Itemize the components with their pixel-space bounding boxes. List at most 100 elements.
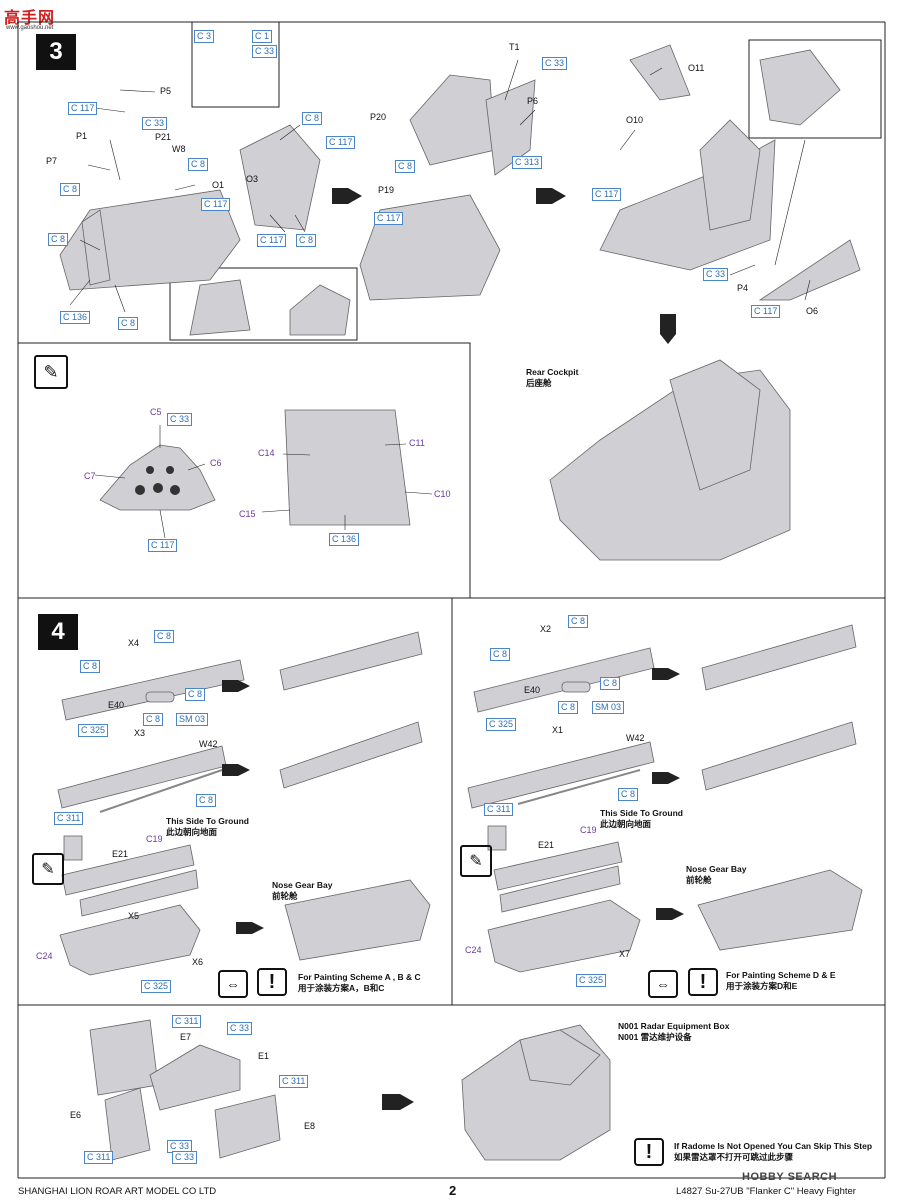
- painting-scheme-cn: 用于涂装方案D和E: [726, 980, 798, 991]
- part-p5: P5: [160, 86, 172, 96]
- callout-c8: C 8: [185, 688, 206, 701]
- callout-c311: C 311: [54, 812, 84, 825]
- part-w42: W42: [626, 733, 645, 743]
- rear-cockpit-title-cn: 后座舱: [526, 377, 552, 388]
- step-4-number: 4: [38, 614, 78, 650]
- part-c14: C14: [258, 448, 275, 458]
- ground-note-cn: 此边朝向地面: [166, 826, 218, 837]
- part-p19: P19: [378, 185, 395, 195]
- callout-sm03: SM 03: [592, 701, 625, 714]
- paint-icon: ✎: [32, 853, 64, 885]
- double-arrow-icon: ⇔: [218, 970, 248, 998]
- part-e40: E40: [108, 700, 125, 710]
- part-p6: P6: [527, 96, 539, 106]
- callout-c8: C 8: [188, 158, 209, 171]
- part-e21: E21: [538, 840, 555, 850]
- callout-c117: C 117: [374, 212, 404, 225]
- callout-c33: C 33: [703, 268, 729, 281]
- part-e6: E6: [70, 1110, 82, 1120]
- callout-c33: C 33: [252, 45, 278, 58]
- part-x7: X7: [619, 949, 631, 959]
- callout-c136: C 136: [60, 311, 91, 324]
- callout-c8: C 8: [302, 112, 323, 125]
- ground-note-cn: 此边朝向地面: [600, 818, 652, 829]
- part-p7: P7: [46, 156, 58, 166]
- site-logo: 高手网: [4, 10, 56, 27]
- part-x2: X2: [540, 624, 552, 634]
- warning-icon: !: [257, 968, 287, 996]
- part-c24: C24: [36, 951, 53, 961]
- part-e7: E7: [180, 1032, 192, 1042]
- callout-c8: C 8: [143, 713, 164, 726]
- callout-c117: C 117: [257, 234, 287, 247]
- callout-c8: C 8: [395, 160, 416, 173]
- part-p20: P20: [370, 112, 387, 122]
- callout-c313: C 313: [512, 156, 543, 169]
- painting-scheme-en: For Painting Scheme A , B & C: [298, 972, 421, 982]
- nose-gear-bay-en: Nose Gear Bay: [686, 864, 747, 874]
- site-logo-url: www.gaoshou.net: [6, 25, 54, 31]
- part-x4: X4: [128, 638, 140, 648]
- part-c11: C11: [409, 438, 425, 448]
- part-p4: P4: [737, 283, 749, 293]
- ground-note-en: This Side To Ground: [166, 816, 249, 826]
- callout-c311: C 311: [484, 803, 514, 816]
- part-p21: P21: [155, 132, 172, 142]
- nose-gear-bay-cn: 前轮舱: [686, 874, 712, 885]
- ground-note-left: This Side To Ground 此边朝向地面: [166, 816, 249, 837]
- callout-sm03: SM 03: [176, 713, 209, 726]
- part-x5: X5: [128, 911, 140, 921]
- callout-c311: C 311: [84, 1151, 114, 1164]
- callout-c8: C 8: [600, 677, 621, 690]
- callout-c117: C 117: [751, 305, 781, 318]
- callout-c117: C 117: [148, 539, 178, 552]
- step-3-number: 3: [36, 34, 76, 70]
- callout-c33: C 33: [172, 1151, 198, 1164]
- part-x6: X6: [192, 957, 204, 967]
- callout-c8: C 8: [80, 660, 101, 673]
- callout-c33: C 33: [167, 413, 193, 426]
- part-e8: E8: [304, 1121, 316, 1131]
- callout-c33: C 33: [542, 57, 568, 70]
- part-c15: C15: [239, 509, 256, 519]
- ground-note-en: This Side To Ground: [600, 808, 683, 818]
- painting-scheme-right: For Painting Scheme D & E 用于涂装方案D和E: [726, 970, 836, 991]
- nose-gear-bay-en: Nose Gear Bay: [272, 880, 333, 890]
- part-o10: O10: [626, 115, 644, 125]
- paint-icon: ✎: [460, 845, 492, 877]
- part-w8: W8: [172, 144, 186, 154]
- rear-cockpit-title-en: Rear Cockpit: [526, 367, 579, 377]
- skip-step-note: If Radome Is Not Opened You Can Skip Thi…: [674, 1141, 872, 1162]
- radar-box-title-cn: N001 雷达维护设备: [618, 1031, 692, 1042]
- warning-icon: !: [634, 1138, 664, 1166]
- part-o6: O6: [806, 306, 819, 316]
- part-c24: C24: [465, 945, 482, 955]
- callout-c117: C 117: [201, 198, 231, 211]
- callout-c325: C 325: [486, 718, 517, 731]
- part-c19: C19: [146, 834, 163, 844]
- part-o3: O3: [246, 174, 259, 184]
- double-arrow-icon: ⇔: [648, 970, 678, 998]
- nose-gear-bay-title-right: Nose Gear Bay 前轮舱: [686, 864, 746, 885]
- page-number: 2: [449, 1183, 457, 1198]
- painting-scheme-cn: 用于涂装方案A，B和C: [298, 982, 385, 993]
- part-t1: T1: [509, 42, 520, 52]
- part-c19: C19: [580, 825, 597, 835]
- callout-c117: C 117: [326, 136, 356, 149]
- callout-c8: C 8: [118, 317, 139, 330]
- part-c6: C6: [210, 458, 222, 468]
- callout-c33: C 33: [142, 117, 168, 130]
- skip-step-en: If Radome Is Not Opened You Can Skip Thi…: [674, 1141, 873, 1151]
- part-o1: O1: [212, 180, 225, 190]
- part-e40: E40: [524, 685, 541, 695]
- watermark: HOBBY SEARCH: [742, 1171, 838, 1183]
- callout-c311: C 311: [279, 1075, 309, 1088]
- painting-scheme-left: For Painting Scheme A , B & C 用于涂装方案A，B和…: [298, 972, 421, 993]
- part-e1: E1: [258, 1051, 270, 1061]
- product-name: L4827 Su-27UB "Flanker C" Heavy Fighter: [676, 1186, 856, 1197]
- ground-note-right: This Side To Ground 此边朝向地面: [600, 808, 683, 829]
- callout-c8: C 8: [154, 630, 175, 643]
- radar-box-title-en: N001 Radar Equipment Box: [618, 1021, 730, 1031]
- part-x1: X1: [552, 725, 564, 735]
